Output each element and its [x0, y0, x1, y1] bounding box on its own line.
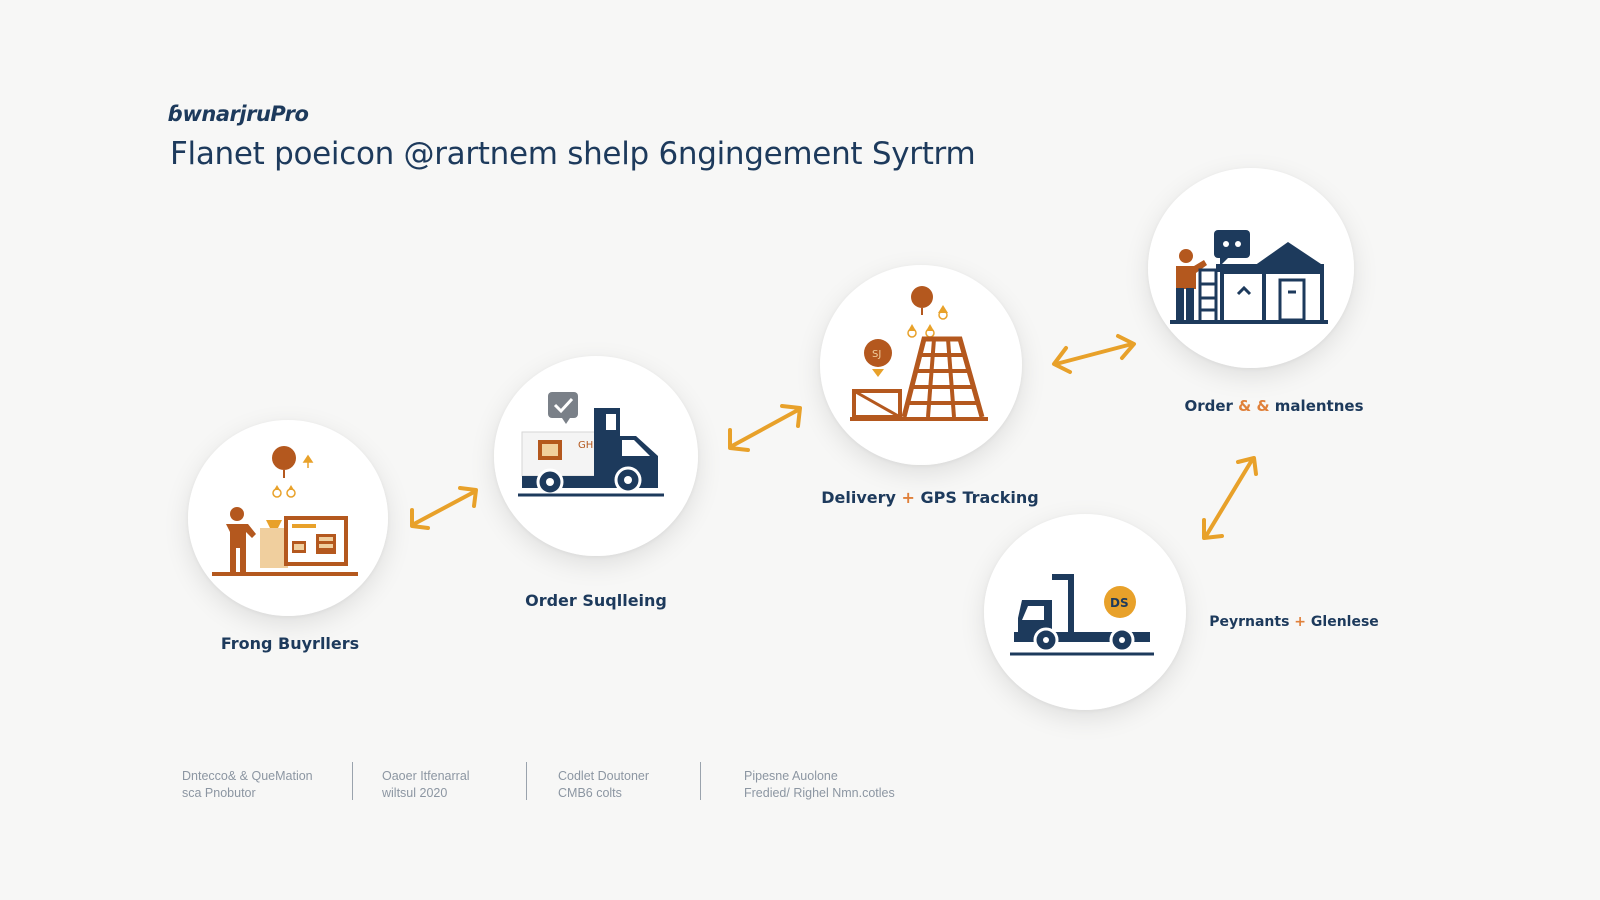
- arrow-connector-4: [1202, 456, 1258, 540]
- arrow-connector-2: [728, 404, 802, 452]
- step-label-order-sourcing: Order Suqlleing: [525, 591, 667, 610]
- footer-divider: [526, 762, 527, 800]
- buyer-computer-icon: [212, 446, 358, 576]
- page-title: Flanet poeicon @rartnem shelp 6ngingemen…: [170, 136, 976, 172]
- arrow-connector-1: [410, 486, 478, 530]
- footer-column-4: Pipesne Auolone Fredied/ Righel Nmn.cotl…: [744, 769, 895, 800]
- step-label-buyers: Frong Buyrllers: [220, 634, 360, 653]
- footer-column-3: Codlet Doutoner CMB6 colts: [558, 769, 650, 800]
- warehouse-worker-icon: [1170, 230, 1328, 324]
- footer-column-1: Dntecco& & QueMation sca Pnobutor: [182, 769, 313, 800]
- scaffold-delivery-icon: SJ: [850, 286, 988, 421]
- step-label-payments: Peyrnants + Glenlese: [1209, 614, 1379, 630]
- svg-text:GHS: GHS: [578, 440, 600, 451]
- flatbed-truck-payment-icon: DS: [1010, 574, 1154, 656]
- brand-logo: ɓwnarjruPro: [168, 102, 309, 126]
- arrow-connector-3: [1052, 334, 1136, 374]
- step-node-buyers: [188, 420, 388, 616]
- footer-column-2: Oaoer Itfenarral wiltsul 2020: [382, 769, 470, 800]
- step-node-payments: DS: [984, 514, 1186, 710]
- footer-divider: [700, 762, 701, 800]
- svg-text:SJ: SJ: [872, 349, 881, 360]
- step-node-order-sourcing: GHS: [494, 356, 698, 556]
- step-node-order-maintenance: [1148, 168, 1354, 368]
- footer-divider: [352, 762, 353, 800]
- step-node-delivery: SJ: [820, 265, 1022, 465]
- step-label-order-maintenance: Order & & malentnes: [1184, 397, 1364, 415]
- truck-order-icon: GHS: [518, 392, 664, 497]
- step-label-delivery: Delivery + GPS Tracking: [821, 488, 1039, 507]
- svg-text:DS: DS: [1110, 596, 1129, 610]
